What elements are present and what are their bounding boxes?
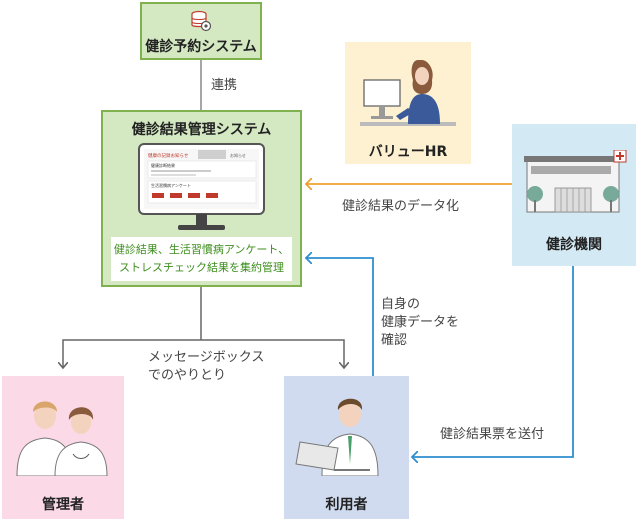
clinic-title: 健診機関	[546, 237, 602, 253]
screen-section1-text: 健康診断結果	[151, 162, 175, 168]
digitize-label: 健診結果のデータ化	[342, 199, 460, 214]
database-gear-icon	[191, 10, 212, 32]
results-note-line1: 健診結果、生活習慣病アンケート、	[113, 243, 290, 256]
hospital-building-illustration	[524, 150, 627, 213]
send-report-label: 健診結果票を送付	[440, 427, 545, 442]
value-hr-title: バリューHR	[368, 144, 448, 160]
screen-header-text: 健康の記録お知らせ	[148, 152, 189, 159]
check-data-arrow	[306, 258, 374, 376]
value-hr-node: バリューHR	[345, 42, 471, 164]
send-report-arrow	[412, 266, 574, 457]
check-label-line2: 健康データを	[381, 315, 460, 330]
results-system-title: 健診結果管理システム	[131, 122, 272, 138]
doctors-illustration	[16, 401, 108, 476]
message-arrow-user	[201, 339, 344, 368]
results-note-line2: ストレスチェック結果を集約管理	[119, 261, 284, 274]
message-label-line1: メッセージボックス	[148, 350, 265, 365]
manager-node: 管理者	[2, 376, 124, 519]
check-label-line1: 自身の	[381, 297, 421, 312]
check-label-line3: 確認	[381, 333, 408, 348]
office-worker-illustration	[360, 60, 456, 126]
manager-title: 管理者	[42, 497, 84, 513]
message-arrow-manager	[63, 339, 201, 368]
results-note: 健診結果、生活習慣病アンケート、 ストレスチェック結果を集約管理	[111, 237, 292, 281]
user-node: 利用者	[284, 376, 409, 519]
user-title: 利用者	[325, 497, 368, 513]
screen-tab-text: お知らせ	[230, 152, 246, 158]
monitor-screen-illustration: 健康の記録お知らせ お知らせ 健康診断結果 生活習慣病アンケート	[138, 143, 265, 230]
reserve-system-title: 健診予約システム	[145, 39, 257, 55]
link-label: 連携	[211, 78, 238, 93]
reserve-system-node: 健診予約システム	[140, 2, 262, 60]
clinic-node: 健診機関	[512, 124, 636, 266]
results-system-node: 健診結果管理システム 健康の記録お知らせ お知らせ 健康診断結果 生活習慣病アン…	[101, 110, 302, 287]
laptop-user-illustration	[295, 398, 379, 476]
message-label-line2: でのやりとり	[148, 368, 227, 383]
screen-section2-text: 生活習慣病アンケート	[151, 182, 191, 188]
